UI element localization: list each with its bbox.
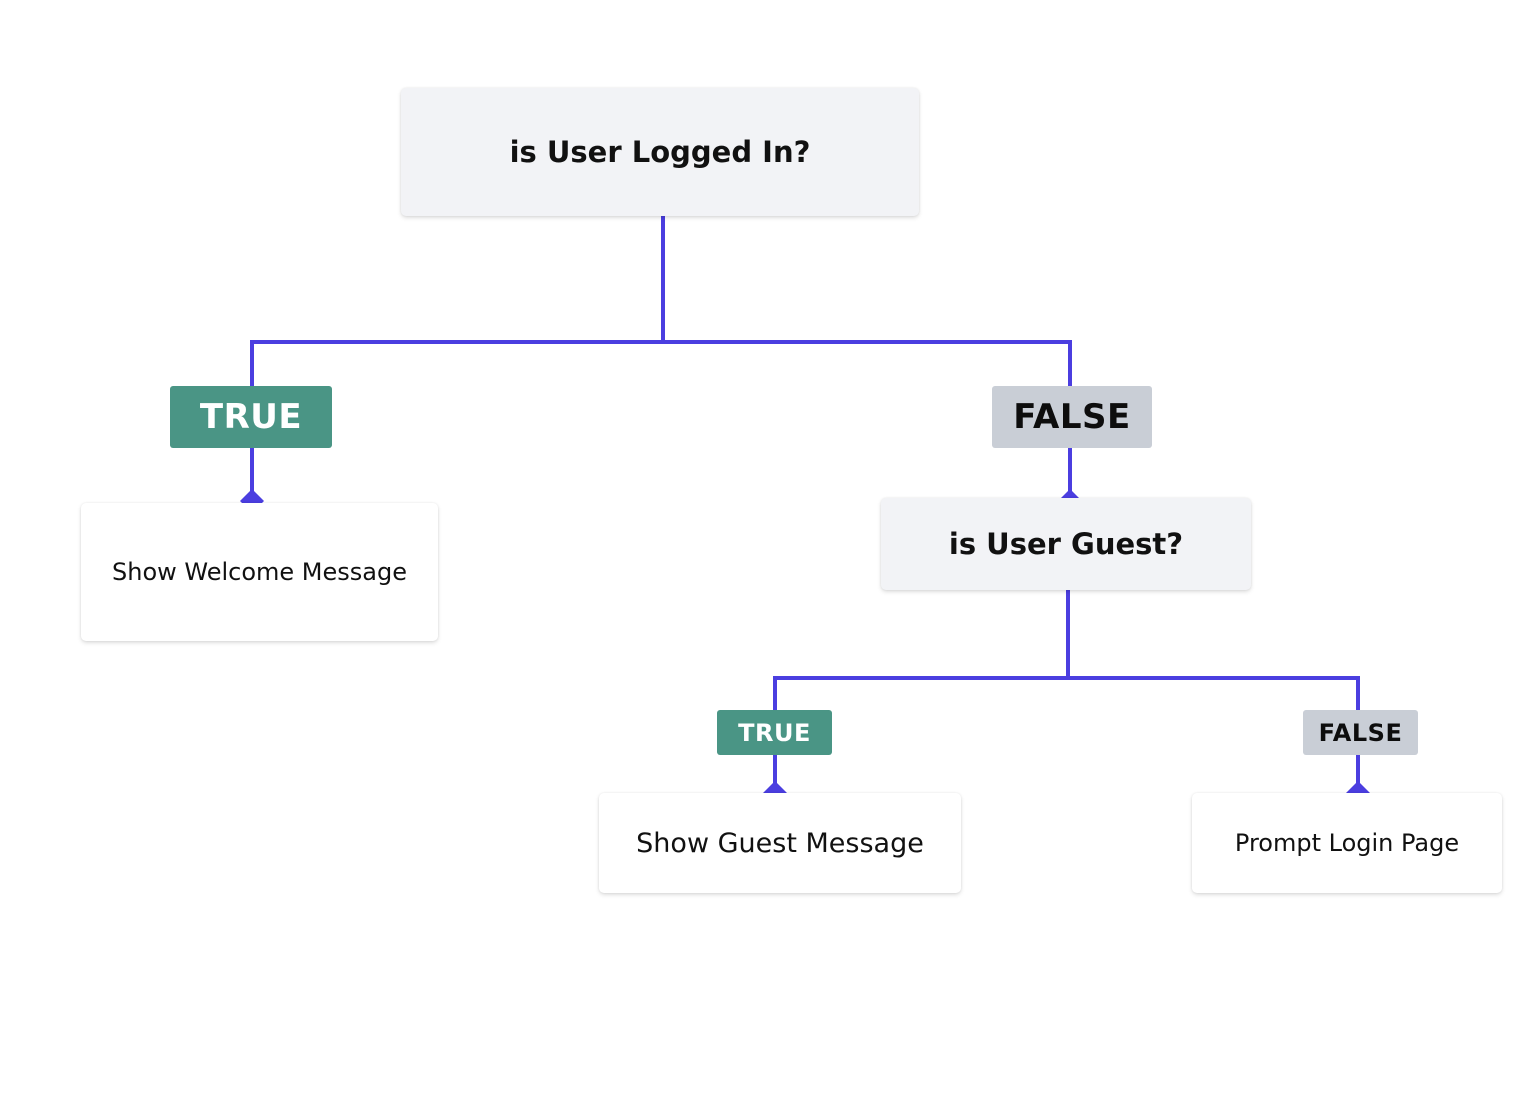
root-decision-text: is User Logged In? — [509, 135, 811, 169]
guest-branch-line — [773, 676, 1360, 710]
guest-message-action-node: Show Guest Message — [599, 793, 961, 893]
root-true-badge-text: TRUE — [199, 397, 303, 437]
welcome-action-text: Show Welcome Message — [112, 558, 407, 586]
guest-message-action-text: Show Guest Message — [636, 827, 924, 859]
login-action-text: Prompt Login Page — [1234, 829, 1460, 857]
login-action-node: Prompt Login Page — [1192, 793, 1502, 893]
welcome-action-node: Show Welcome Message — [81, 503, 438, 641]
guest-true-badge-text: TRUE — [738, 718, 811, 747]
guest-true-badge: TRUE — [717, 710, 832, 755]
guest-decision-node: is User Guest? — [881, 498, 1251, 590]
root-true-badge: TRUE — [170, 386, 332, 448]
root-false-badge-text: FALSE — [1013, 397, 1131, 437]
root-decision-node: is User Logged In? — [401, 88, 919, 216]
guest-false-badge-text: FALSE — [1318, 718, 1403, 747]
guest-decision-text: is User Guest? — [948, 527, 1184, 561]
root-branch-line — [250, 340, 1072, 386]
root-false-badge: FALSE — [992, 386, 1152, 448]
guest-false-badge: FALSE — [1303, 710, 1418, 755]
